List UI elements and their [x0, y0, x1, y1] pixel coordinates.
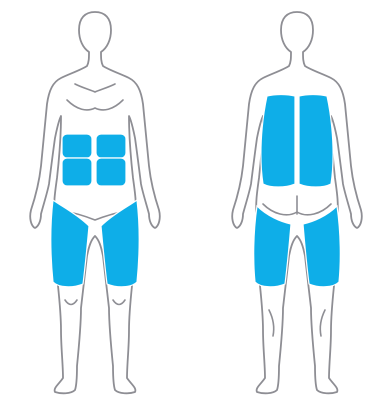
- front-zone-abdomen-lower-left[interactable]: [62, 158, 92, 186]
- front-zone-abdomen-lower-right[interactable]: [96, 158, 126, 186]
- back-zone-back-right[interactable]: [299, 95, 333, 188]
- front-zone-abdomen-upper-left[interactable]: [62, 134, 92, 158]
- back-zone-back-left[interactable]: [261, 95, 295, 188]
- body-front-figure-icon: [30, 12, 160, 393]
- back-figure: [232, 12, 362, 393]
- front-figure: [30, 12, 160, 393]
- front-zone-abdomen-upper-right[interactable]: [96, 134, 126, 158]
